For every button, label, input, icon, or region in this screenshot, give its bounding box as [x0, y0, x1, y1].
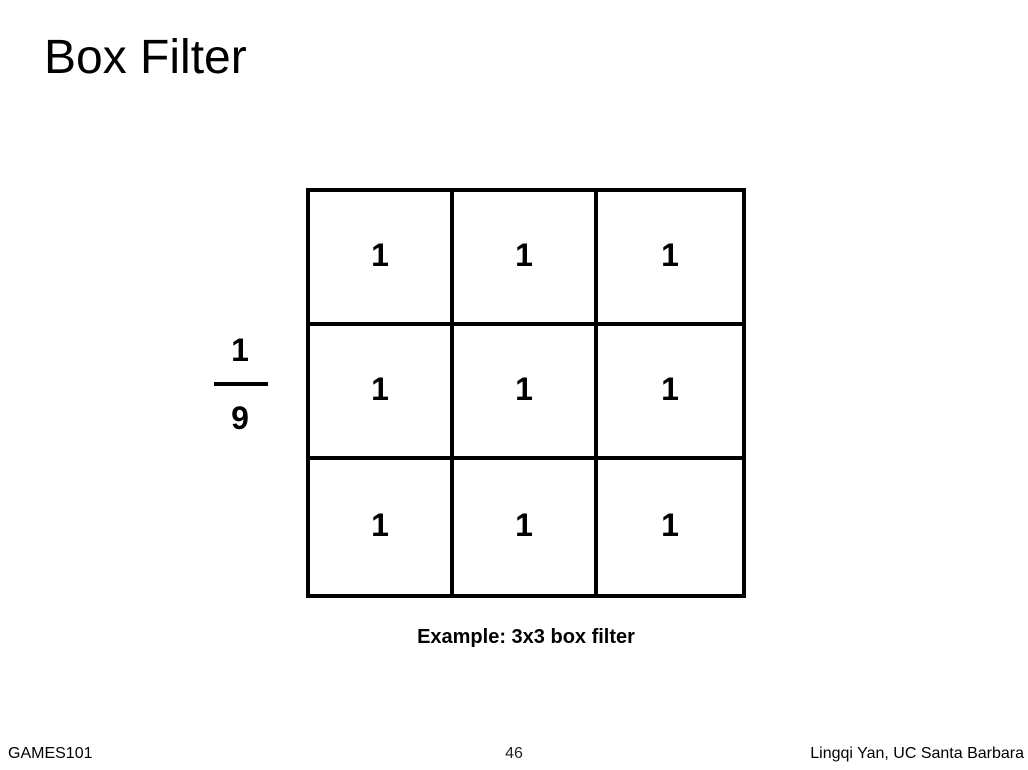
figure-caption: Example: 3x3 box filter: [417, 626, 635, 648]
slide-title: Box Filter: [44, 31, 247, 84]
fraction-numerator: 1: [231, 332, 249, 368]
kernel-cell: 1: [454, 326, 598, 460]
kernel-cell: 1: [454, 192, 598, 326]
kernel-cell: 1: [310, 326, 454, 460]
kernel-cell: 1: [310, 192, 454, 326]
fraction-bar: [214, 382, 268, 386]
normalization-fraction: 1 9: [212, 330, 268, 438]
fraction-denominator: 9: [231, 400, 249, 436]
kernel-cell: 1: [598, 326, 742, 460]
kernel-cell: 1: [454, 460, 598, 594]
footer-course: GAMES101: [8, 745, 93, 762]
kernel-grid: 1 1 1 1 1 1 1 1 1: [306, 188, 746, 598]
footer-author: Lingqi Yan, UC Santa Barbara: [810, 745, 1024, 762]
footer-page-number: 46: [505, 745, 523, 762]
kernel-cell: 1: [661, 506, 679, 543]
kernel-cell: 1: [598, 192, 742, 326]
kernel-cell: 1: [310, 460, 454, 594]
